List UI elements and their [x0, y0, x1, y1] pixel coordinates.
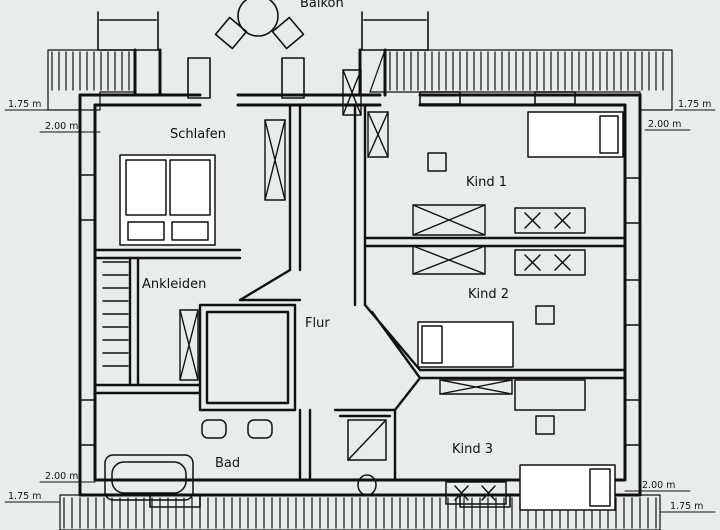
- wardrobes: [102, 69, 513, 395]
- dim-top-left-outer: 1.75 m: [8, 99, 41, 110]
- dim-bottom-right-inner: 2.00 m: [642, 480, 675, 491]
- dim-top-left-inner: 2.00 m: [45, 121, 78, 132]
- room-label-bath: Bad: [215, 456, 240, 471]
- room-label-kid1: Kind 1: [466, 175, 507, 190]
- balcony-label: Balkon: [300, 0, 344, 11]
- dimension-lines: [4, 109, 716, 513]
- windows: [79, 57, 641, 508]
- beds: [119, 111, 624, 511]
- dim-bottom-left-outer: 1.75 m: [8, 491, 41, 502]
- roof-hatch-top-right: [369, 49, 673, 111]
- room-label-kid2: Kind 2: [468, 287, 509, 302]
- dim-top-right-inner: 2.00 m: [648, 119, 681, 130]
- room-label-kid3: Kind 3: [452, 442, 493, 457]
- room-label-bedroom: Schlafen: [170, 127, 226, 142]
- room-label-hall: Flur: [305, 316, 330, 331]
- dim-bottom-left-inner: 2.00 m: [45, 471, 78, 482]
- dim-bottom-right-outer: 1.75 m: [670, 501, 703, 512]
- dim-top-right-outer: 1.75 m: [678, 99, 711, 110]
- roof-hatch-top-left: [47, 49, 136, 111]
- fixtures: [104, 152, 586, 505]
- room-label-dressing: Ankleiden: [142, 277, 206, 292]
- interior-walls: [93, 103, 627, 482]
- balcony: [97, 0, 429, 51]
